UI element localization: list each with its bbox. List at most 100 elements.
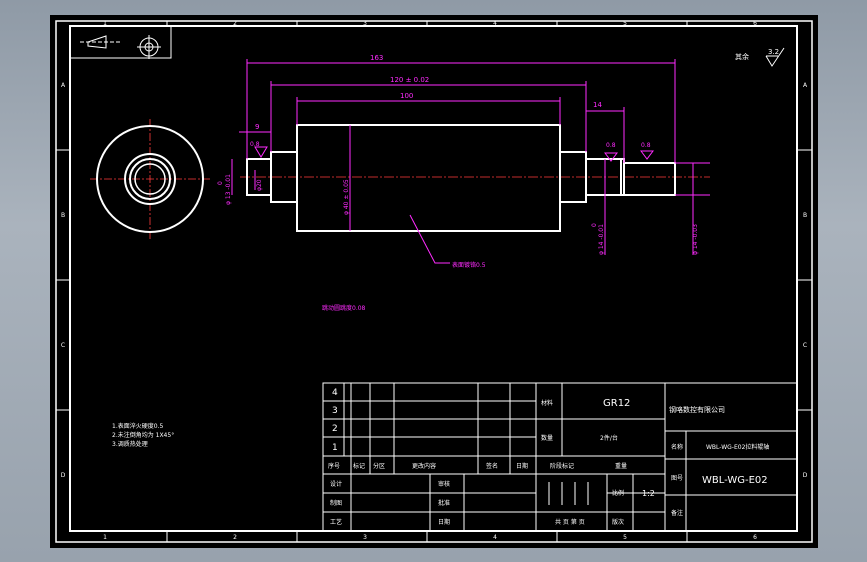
- end-view-shaft-circle: [129, 158, 171, 200]
- runout-note: 跳动圆跳度0.08: [322, 304, 366, 312]
- tech-req-3: 3.调质热处理: [112, 440, 148, 448]
- cad-viewport[interactable]: 1 2 3 4 5 6 1 2 3 4 5 6 A B C D A B C D …: [50, 15, 818, 548]
- scale-value: 1:2: [642, 489, 655, 498]
- zone-top-5: 5: [623, 20, 627, 27]
- zone-bottom-3: 3: [363, 534, 367, 541]
- zone-right-d: D: [803, 472, 808, 479]
- dimension-texts: 163 120 ± 0.02 100 14 9 0.8 0.8 0.8 φ20 …: [217, 54, 699, 312]
- stage-label: 阶段标记: [550, 462, 574, 470]
- zone-bottom-5: 5: [623, 534, 627, 541]
- dim-9: 9: [255, 123, 259, 131]
- zone-right-a: A: [803, 82, 808, 89]
- date-label: 日期: [438, 518, 450, 526]
- zone-top-4: 4: [493, 20, 497, 27]
- rev-row-2: 2: [332, 424, 338, 434]
- tech-req-2: 2.未注倒角均为 1X45°: [112, 431, 174, 439]
- roughness-rest-label: 其余: [735, 52, 749, 61]
- tech-requirements: 1.表面淬火硬度0.5 2.未注倒角均为 1X45° 3.调质热处理: [112, 422, 174, 448]
- roughness-2-value: 0.8: [606, 142, 616, 149]
- tech-req-1: 1.表面淬火硬度0.5: [112, 422, 163, 430]
- check-label: 审核: [438, 480, 450, 488]
- dim-163: 163: [370, 54, 383, 62]
- roughness-rest-symbol: 其余 3.2: [735, 47, 785, 67]
- drawing-no-label: 图号: [671, 475, 683, 482]
- leader-surface-note: [409, 214, 450, 264]
- zone-bottom-6: 6: [753, 534, 757, 541]
- zone-top-2: 2: [233, 20, 237, 27]
- dim-left-shaft-tol: 0: [217, 181, 224, 185]
- drawing-canvas: 1 2 3 4 5 6 1 2 3 4 5 6 A B C D A B C D …: [55, 20, 813, 543]
- roughness-rest-value: 3.2: [768, 48, 779, 56]
- dim-right-shoulder-dia: φ 14 -0.01: [598, 224, 605, 255]
- end-view-shoulder-circle: [124, 153, 176, 205]
- dim-left-shaft-dia: φ 13 -0.01: [225, 174, 232, 205]
- end-view-inner-circle: [134, 163, 166, 195]
- company-name: 钢咯数控有限公司: [669, 405, 725, 414]
- dim-right-shoulder-tol: 0: [591, 223, 598, 227]
- roughness-mark-1: [254, 146, 268, 158]
- zone-ticks: [56, 21, 812, 542]
- zone-labels: 1 2 3 4 5 6 1 2 3 4 5 6 A B C D A B C D: [61, 20, 808, 541]
- end-view: [90, 119, 210, 239]
- dim-body-dia: φ 40 ± 0.05: [343, 179, 350, 215]
- part-name: WBL-WG-E02拉料辊轴: [706, 443, 769, 451]
- quantity-value: 2件/台: [600, 434, 618, 442]
- dim-14: 14: [593, 101, 602, 109]
- roughness-mark-2: [604, 152, 618, 162]
- approve-label: 批准: [438, 499, 450, 507]
- dim-120: 120 ± 0.02: [390, 76, 429, 84]
- drafting-label: 制图: [330, 499, 342, 507]
- zone-right-c: C: [803, 342, 807, 349]
- right-end-shaft: [623, 162, 676, 196]
- zone-left-b: B: [61, 212, 65, 219]
- drawing-no: WBL-WG-E02: [702, 475, 768, 486]
- sheet-label: 版次: [612, 518, 624, 526]
- dimensions: [231, 59, 710, 264]
- rev-header-zone: 分区: [373, 462, 385, 470]
- zone-bottom-2: 2: [233, 534, 237, 541]
- process-label: 工艺: [330, 518, 342, 526]
- quantity-label: 数量: [541, 434, 553, 442]
- zone-left-d: D: [61, 472, 66, 479]
- weight-label: 重量: [615, 462, 627, 470]
- zone-left-c: C: [61, 342, 65, 349]
- zone-right-b: B: [803, 212, 807, 219]
- title-block-frame: [322, 382, 798, 532]
- rev-header-date: 日期: [516, 462, 528, 470]
- material-label: 材料: [541, 399, 553, 407]
- dim-100: 100: [400, 92, 413, 100]
- surface-note: 表面镀铬0.5: [452, 261, 486, 269]
- roller-body: [296, 124, 561, 232]
- projection-symbol-icon: [69, 25, 172, 59]
- zone-top-6: 6: [753, 20, 757, 27]
- title-block-texts: 4 3 2 1 序号 标记 分区 更改内容 签名 日期 设计 审核 制图 批准 …: [328, 388, 769, 526]
- rev-header-content: 更改内容: [412, 462, 436, 470]
- material-value: GR12: [603, 398, 630, 409]
- shaft-side-view: [240, 124, 710, 232]
- inner-border: [69, 25, 798, 532]
- rev-row-1: 1: [332, 443, 338, 453]
- design-label: 设计: [330, 480, 342, 488]
- name-label: 名称: [671, 443, 683, 451]
- rev-header-mark: 标记: [353, 462, 365, 470]
- dim-right-end-dia: φ 14 -0.03: [692, 224, 699, 255]
- zone-left-a: A: [61, 82, 66, 89]
- scale-label: 比例: [612, 489, 624, 497]
- rev-header-sign: 签名: [486, 462, 498, 470]
- remark-label: 备注: [671, 509, 683, 517]
- roughness-mark-3: [640, 150, 654, 160]
- end-view-outer-circle: [96, 125, 204, 233]
- dim-left-shoulder-dia: φ20: [256, 179, 263, 191]
- sheet-info: 共 页 第 页: [555, 518, 585, 526]
- roughness-3-value: 0.8: [641, 142, 651, 149]
- rev-row-4: 4: [332, 388, 338, 398]
- zone-bottom-1: 1: [103, 534, 107, 541]
- zone-top-3: 3: [363, 20, 367, 27]
- title-block: [322, 382, 798, 532]
- roughness-1-value: 0.8: [250, 141, 260, 148]
- zone-bottom-4: 4: [493, 534, 497, 541]
- zone-top-1: 1: [103, 20, 107, 27]
- rev-header-no: 序号: [328, 462, 340, 470]
- outer-border: [55, 20, 813, 543]
- rev-row-3: 3: [332, 406, 338, 416]
